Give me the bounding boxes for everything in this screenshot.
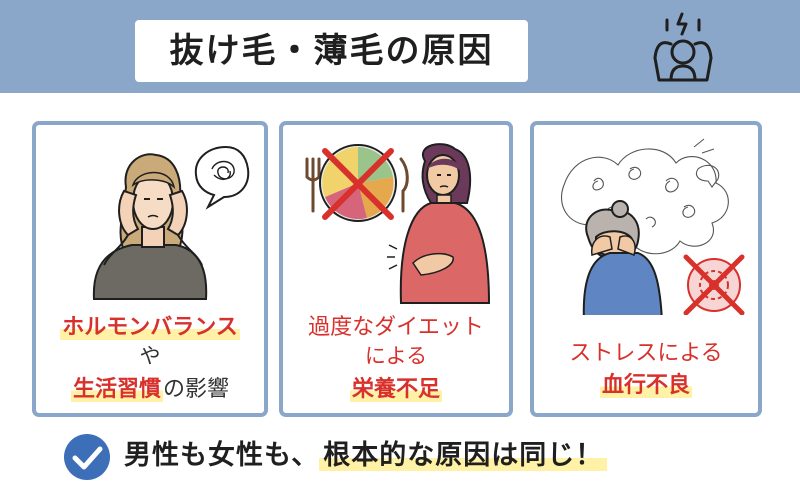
cause-3-line1: ストレスによる [569,341,723,366]
conclusion-text: 男性も女性も、根本的な原因は同じ！ [124,434,608,478]
cause-1-line2: や [139,344,161,368]
hormone-balance-text: ホルモンバランス [60,315,240,340]
cause-1-line1: ホルモンバランス [36,309,264,341]
cause-1-line3: 生活習慣の影響 [36,371,264,403]
page-title: 抜け毛・薄毛の原因 [169,31,494,71]
cause-card-diet: 過度なダイエット による 栄養不足 [279,121,513,417]
nutrition-deficit-text: 栄養不足 [349,377,442,402]
title-box [135,20,528,82]
lifestyle-text: 生活習慣 [70,377,163,402]
woman-holding-head-illustration [92,145,250,300]
conclusion-plain: 男性も女性も、 [124,440,320,471]
diet-plate-crossed-illustration [305,143,491,304]
stressed-woman-illustration [560,138,745,315]
cause-2-line1: 過度なダイエット [308,315,484,340]
conclusion-emphasis: 根本的な原因は同じ！ [319,440,608,471]
cause-2-line3: 栄養不足 [283,371,509,403]
cause-card-hormone: ホルモンバランス や 生活習慣の影響 [32,121,268,417]
cause-2-line2: による [364,344,428,368]
influence-text: の影響 [163,377,230,402]
poor-circulation-text: 血行不良 [599,373,692,398]
cause-3-line2: 血行不良 [534,367,758,399]
cause-card-stress: ストレスによる 血行不良 [530,121,762,417]
stressed-person-icon [653,12,713,82]
check-circle-icon [64,434,110,480]
